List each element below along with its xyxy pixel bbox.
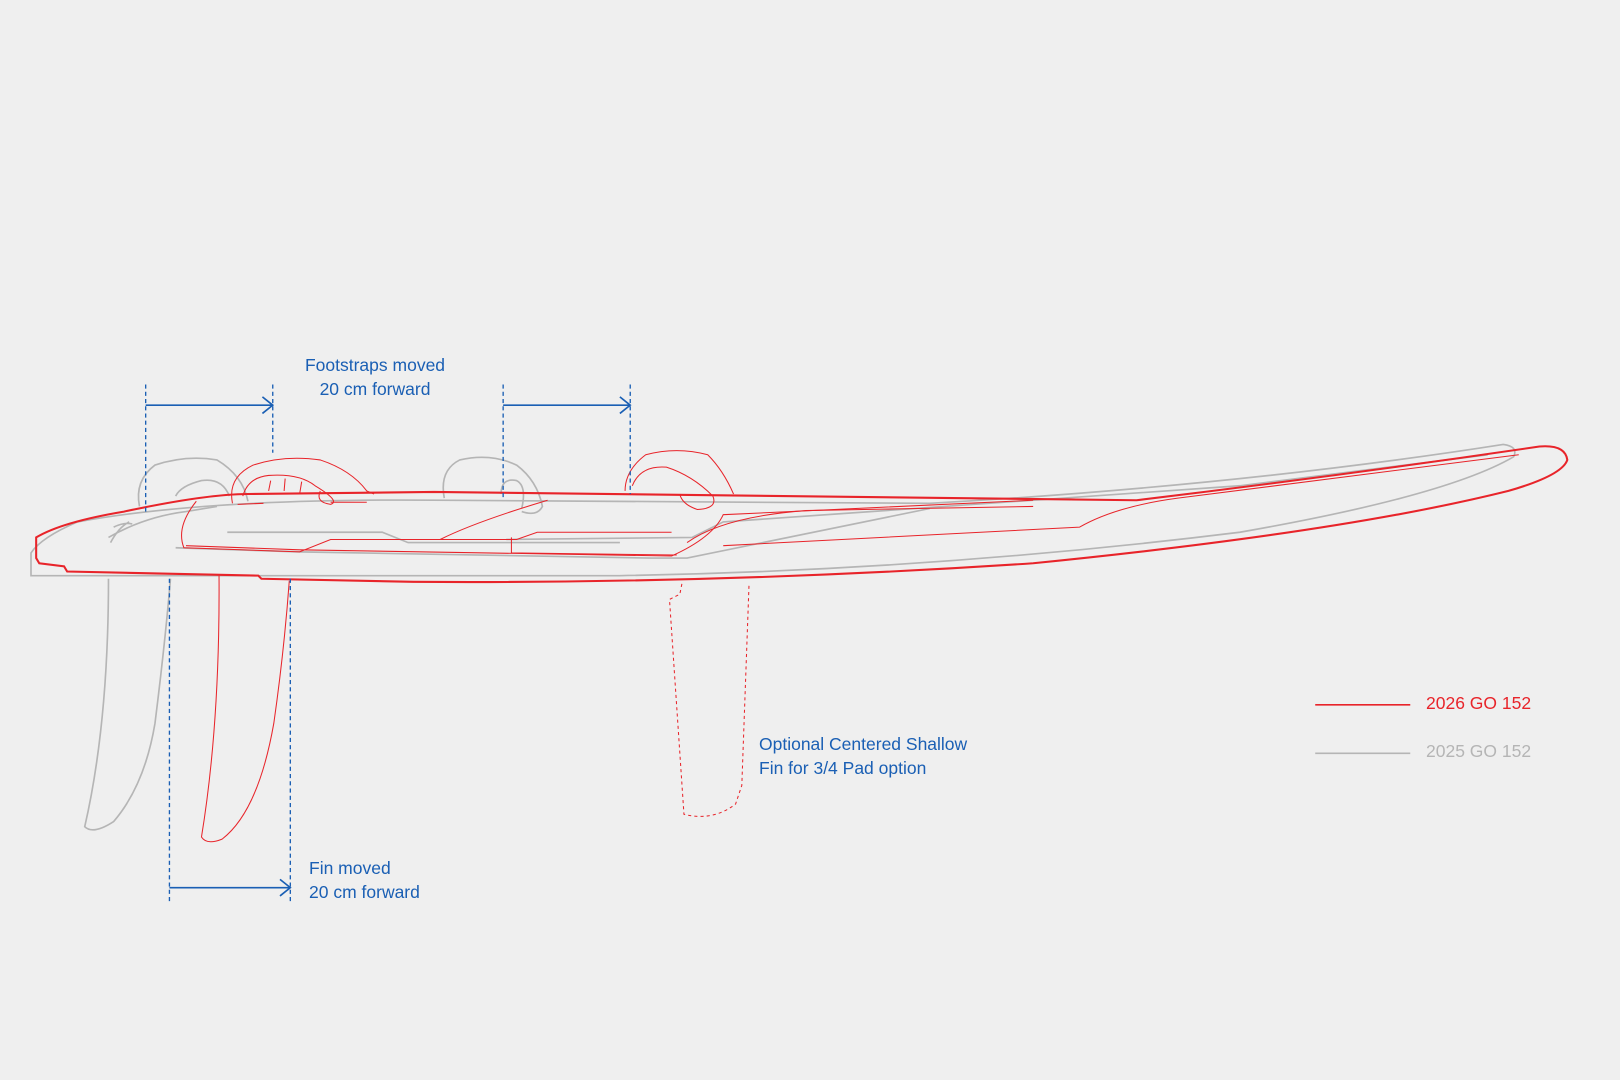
legend-label-2025: 2025 GO 152	[1426, 741, 1532, 761]
footstraps-line-2: 20 cm forward	[319, 378, 431, 399]
board-2026-details	[181, 450, 1519, 843]
fin-arrow	[169, 878, 292, 897]
optional-fin-line-2: Fin for 3/4 Pad option	[759, 757, 927, 778]
footstraps-line-1: Footstraps moved	[304, 355, 446, 375]
annotation-guides	[145, 384, 632, 903]
board-2026-outline	[35, 445, 1569, 584]
fin-annotation: Fin moved 20 cm forward	[309, 857, 420, 904]
optional-fin-annotation: Optional Centered Shallow Fin for 3/4 Pa…	[759, 733, 967, 780]
footstrap-rear-arrow	[145, 396, 275, 415]
footstraps-annotation: Footstraps moved 20 cm forward	[280, 354, 470, 401]
footstrap-front-arrow	[503, 396, 632, 415]
legend-label-2026: 2026 GO 152	[1426, 693, 1532, 713]
fin-line-1: Fin moved	[309, 858, 391, 878]
optional-fin-line-1: Optional Centered Shallow	[759, 734, 968, 754]
fin-line-2: 20 cm forward	[309, 881, 420, 902]
